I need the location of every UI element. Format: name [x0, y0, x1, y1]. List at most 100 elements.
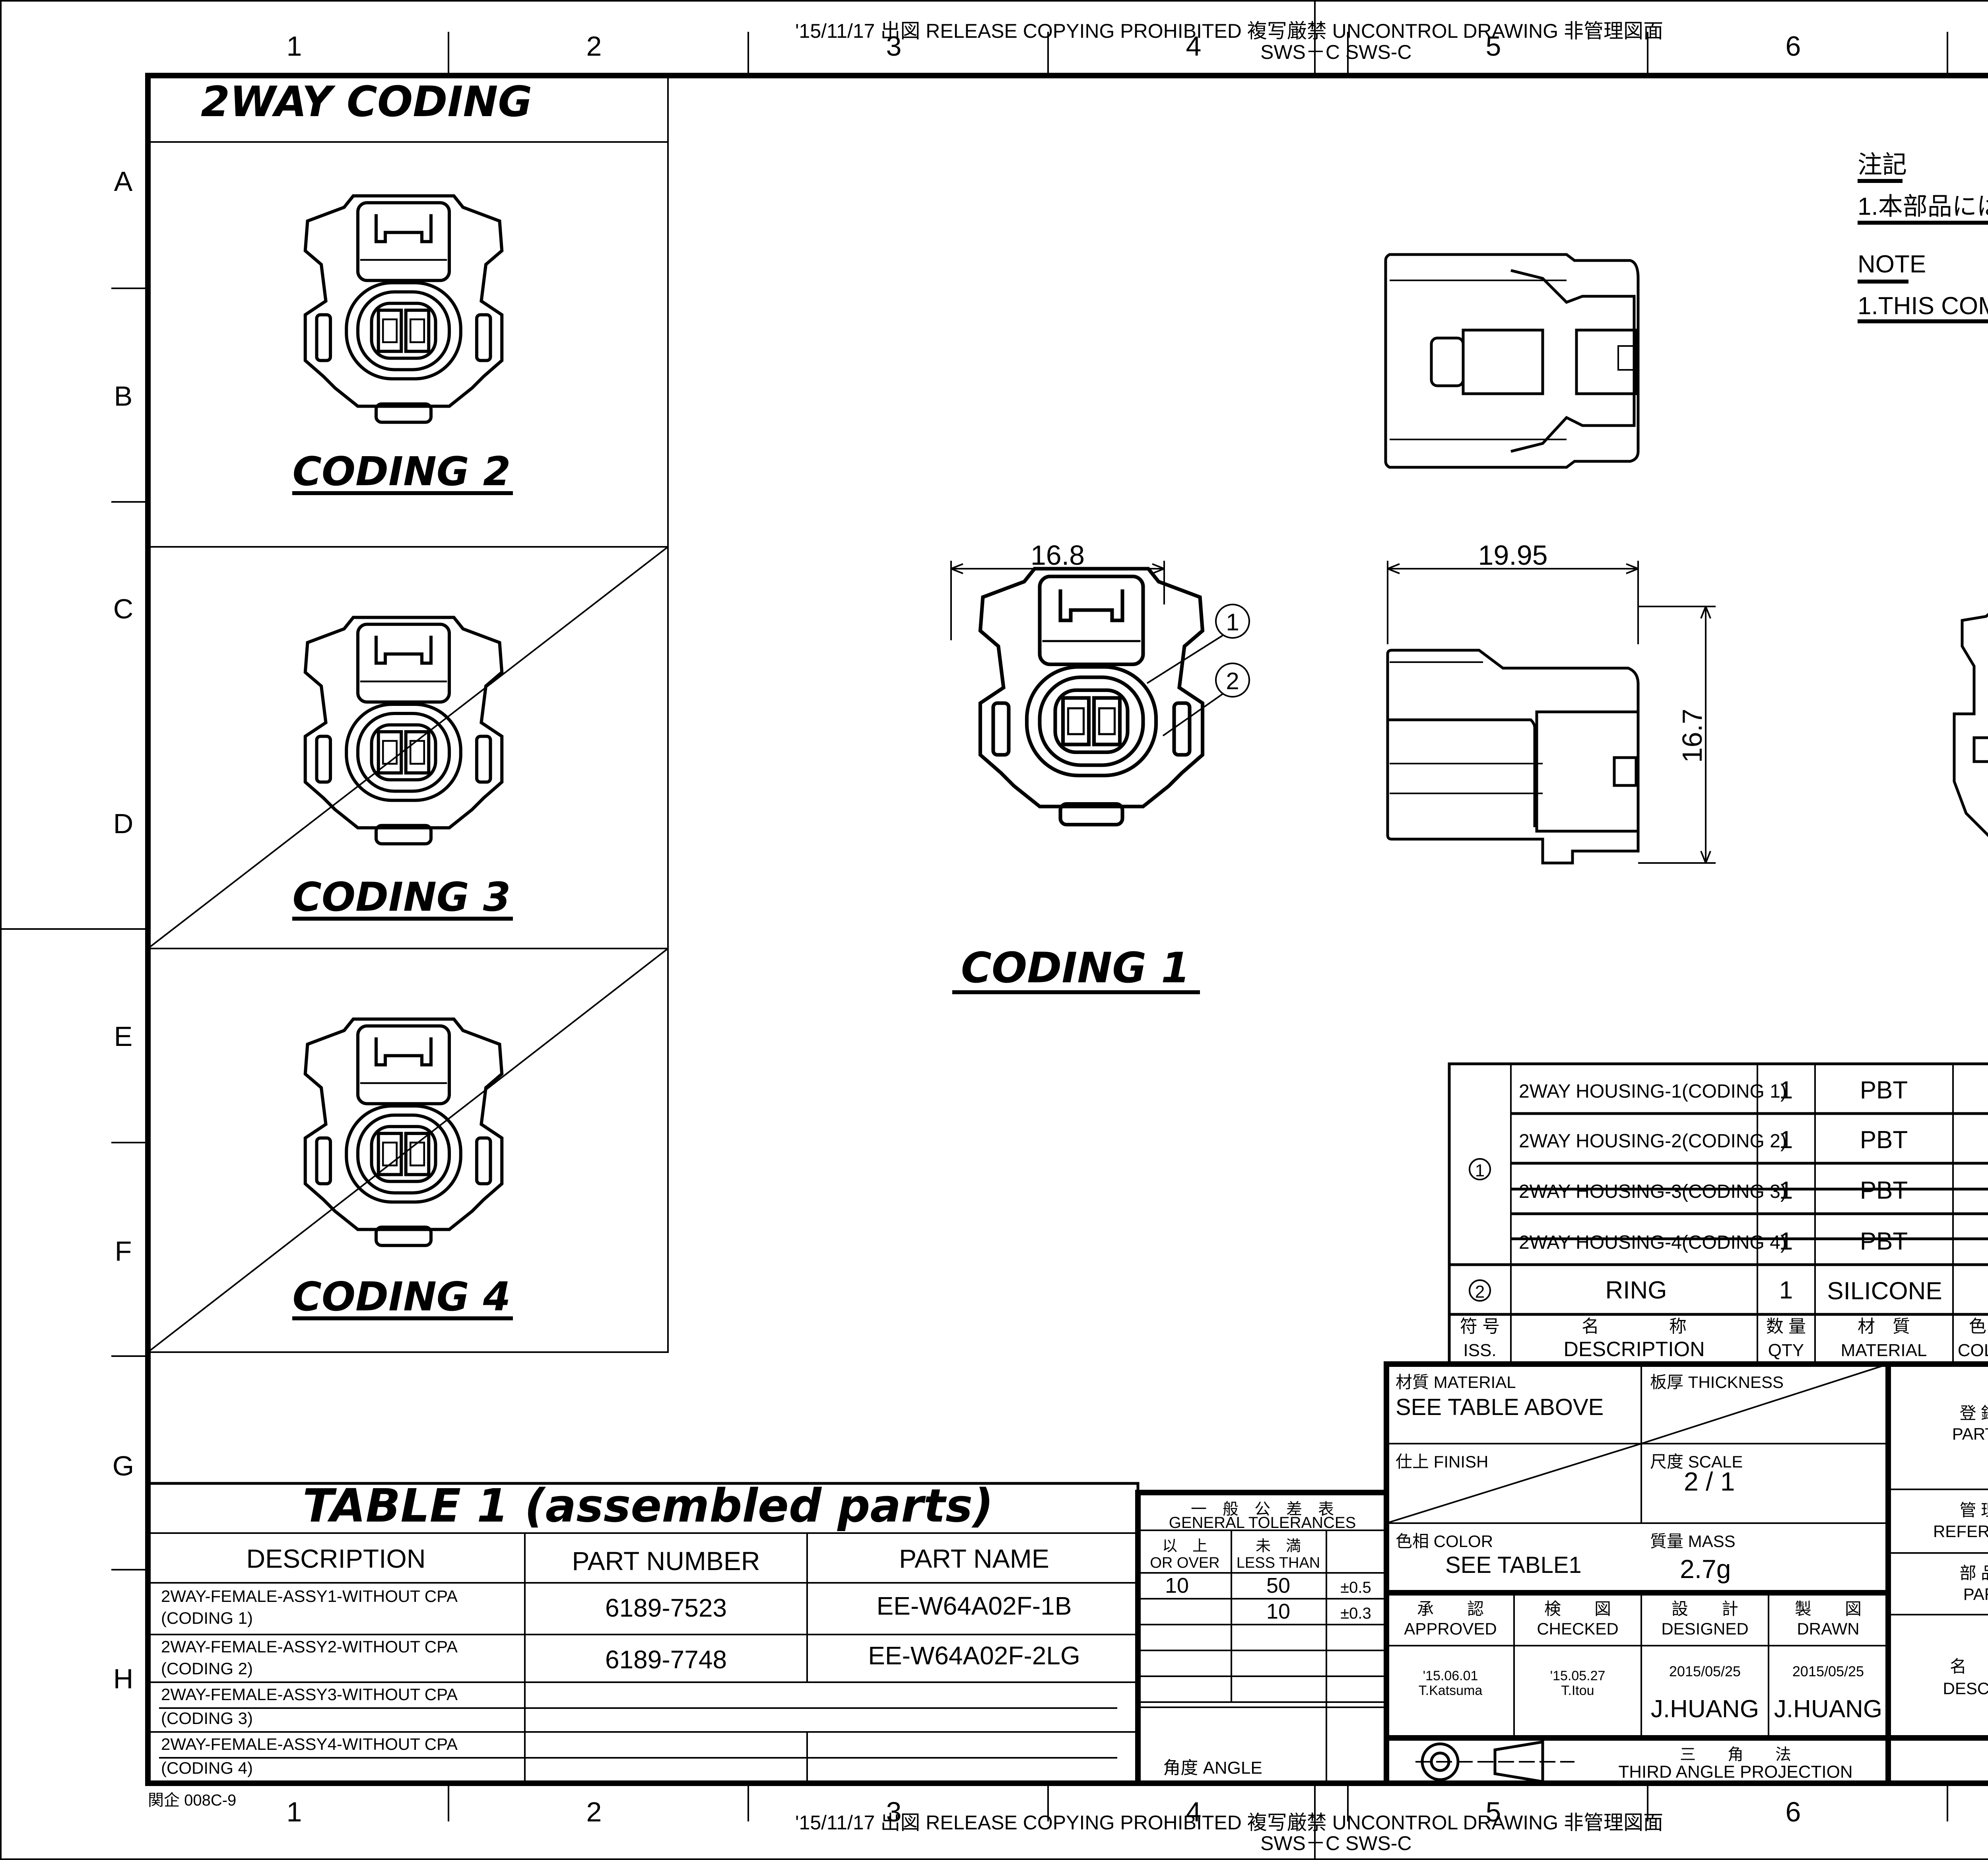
side-view [1386, 649, 1640, 865]
third-angle-projection-icon [1415, 1740, 1574, 1784]
svg-text:PART NAME: PART NAME [899, 1544, 1049, 1573]
svg-text:COLOR: COLOR [1958, 1341, 1988, 1360]
svg-text:EE-W64A02F-1B: EE-W64A02F-1B [877, 1592, 1072, 1620]
svg-text:H: H [113, 1663, 134, 1694]
svg-text:未 満: 未 満 [1256, 1538, 1301, 1555]
row-labels: A B C D E F G H A B C D E F G H [113, 166, 134, 1694]
svg-text:LESS THAN: LESS THAN [1237, 1555, 1320, 1571]
svg-text:色 相: 色 相 [1969, 1317, 1988, 1336]
svg-text:2: 2 [586, 31, 602, 62]
svg-text:±0.3: ±0.3 [1340, 1605, 1371, 1622]
svg-text:RING: RING [1606, 1277, 1667, 1304]
coding-3-label: CODING 3 [293, 874, 511, 920]
svg-text:2 / 1: 2 / 1 [1684, 1467, 1735, 1496]
svg-text:APPROVED: APPROVED [1404, 1619, 1497, 1638]
svg-text:1: 1 [1779, 1228, 1793, 1255]
svg-text:(CODING 2): (CODING 2) [161, 1659, 253, 1678]
svg-text:SEE TABLE1: SEE TABLE1 [1445, 1552, 1582, 1578]
bom-iss-2: 2 [1475, 1282, 1485, 1302]
note-en-text: 1.THIS COMPONENT IS USED TPA 6918-3171. [1858, 292, 1988, 320]
svg-text:J.HUANG: J.HUANG [1774, 1695, 1882, 1723]
svg-text:板厚 THICKNESS: 板厚 THICKNESS [1650, 1373, 1784, 1392]
svg-text:6: 6 [1786, 1796, 1801, 1827]
svg-text:2: 2 [586, 1796, 602, 1827]
svg-text:4: 4 [1186, 31, 1202, 62]
svg-text:2WAY-FEMALE-ASSY4-WITHOUT CPA: 2WAY-FEMALE-ASSY4-WITHOUT CPA [161, 1735, 458, 1753]
bom-header: 符 号 ISS. 名 称 DESCRIPTION 数 量 QTY 材 質 MAT… [1460, 1317, 1988, 1361]
svg-text:5: 5 [1486, 1796, 1501, 1827]
svg-text:F: F [115, 1236, 132, 1267]
svg-text:4: 4 [1186, 1796, 1202, 1827]
dimension-16-8: 16.8 [950, 540, 1165, 640]
svg-text:10: 10 [1266, 1600, 1290, 1623]
svg-text:6189-7748: 6189-7748 [605, 1645, 727, 1674]
coding-2-view [305, 196, 502, 422]
svg-text:PART NAME: PART NAME [1952, 1425, 1988, 1443]
svg-text:5: 5 [1486, 31, 1501, 62]
svg-text:PART No.: PART No. [1963, 1585, 1988, 1603]
svg-text:CHECKED: CHECKED [1537, 1619, 1618, 1638]
svg-text:三 角 法: 三 角 法 [1680, 1746, 1791, 1763]
bom-iss-1: 1 [1475, 1161, 1485, 1180]
svg-text:材質 MATERIAL: 材質 MATERIAL [1396, 1373, 1516, 1392]
svg-text:名 称: 名 称 [1950, 1657, 1988, 1676]
form-code: 関企 008C-9 [148, 1792, 236, 1809]
svg-text:SEE TABLE ABOVE: SEE TABLE ABOVE [1396, 1394, 1604, 1420]
svg-text:1: 1 [287, 1796, 302, 1827]
svg-text:材 質: 材 質 [1858, 1317, 1910, 1336]
svg-text:J.HUANG: J.HUANG [1651, 1695, 1759, 1723]
svg-text:一 般 公 差 表: 一 般 公 差 表 [1191, 1500, 1334, 1518]
svg-text:1: 1 [287, 31, 302, 62]
svg-text:6: 6 [1786, 31, 1801, 62]
svg-text:符 号: 符 号 [1460, 1317, 1500, 1336]
svg-text:G: G [113, 1450, 134, 1481]
svg-text:2WAY HOUSING-3(CODING 3): 2WAY HOUSING-3(CODING 3) [1519, 1181, 1787, 1202]
svg-text:19.95: 19.95 [1478, 540, 1547, 571]
svg-text:2015/05/25: 2015/05/25 [1669, 1663, 1741, 1679]
svg-text:1: 1 [1779, 1126, 1793, 1154]
main-views: 16.8 1 2 CODING 1 [950, 253, 1988, 994]
svg-text:16.7: 16.7 [1677, 709, 1708, 763]
title-block: 材質 MATERIAL SEE TABLE ABOVE 板厚 THICKNESS… [1384, 1361, 1988, 1786]
svg-text:(CODING 3): (CODING 3) [161, 1709, 253, 1728]
svg-text:検 図: 検 図 [1544, 1600, 1611, 1618]
svg-text:±0.5: ±0.5 [1340, 1579, 1371, 1596]
top-view [1384, 253, 1640, 469]
svg-text:REFERENCE No.: REFERENCE No. [1933, 1522, 1988, 1541]
svg-text:仕上 FINISH: 仕上 FINISH [1396, 1452, 1488, 1471]
balloon-2: 2 [1162, 663, 1250, 737]
svg-text:以 上: 以 上 [1162, 1538, 1208, 1555]
coding-panel: 2WAY CODING CODING 2 CODING 3 CODING 4 [147, 75, 669, 1353]
svg-text:名 称: 名 称 [1582, 1317, 1687, 1336]
svg-text:2015/05/25: 2015/05/25 [1792, 1663, 1864, 1679]
svg-text:16.8: 16.8 [1031, 540, 1085, 571]
bom-table: 1 2 2WAY HOUSING-1(CODING 1) 1 PBT BLACK… [1448, 1062, 1988, 1366]
svg-text:1: 1 [1779, 1277, 1793, 1304]
svg-text:DESCRIPTION: DESCRIPTION [1563, 1338, 1705, 1361]
notes: 注記 1.本部品には、TPA(6918-3271)を使用する。 NOTE 1.T… [1858, 151, 1988, 323]
svg-text:管 理 番 号: 管 理 番 号 [1959, 1501, 1988, 1520]
svg-text:E: E [114, 1021, 133, 1052]
svg-text:DRAWN: DRAWN [1797, 1619, 1859, 1638]
svg-text:(CODING 4): (CODING 4) [161, 1759, 253, 1777]
table-1: TABLE 1 (assembled parts) DESCRIPTION PA… [146, 1479, 1140, 1785]
release-stamp-bottom: '15/11/17 出図 RELEASE COPYING PROHIBITED … [795, 1811, 1663, 1834]
svg-text:2WAY HOUSING-1(CODING 1): 2WAY HOUSING-1(CODING 1) [1519, 1081, 1787, 1102]
note-en-heading: NOTE [1858, 251, 1926, 278]
svg-text:尺度 SCALE: 尺度 SCALE [1650, 1452, 1743, 1471]
svg-text:OR OVER: OR OVER [1150, 1555, 1219, 1571]
rear-view [1954, 606, 1988, 853]
svg-text:ISS.: ISS. [1463, 1341, 1496, 1360]
note-jp-text: 1.本部品には、TPA(6918-3271)を使用する。 [1858, 193, 1988, 220]
general-tolerances: 一 般 公 差 表 GENERAL TOLERANCES 以 上 OR OVER… [1135, 1490, 1389, 1786]
svg-text:色相 COLOR: 色相 COLOR [1396, 1532, 1493, 1551]
svg-text:数 量: 数 量 [1766, 1317, 1806, 1336]
table-1-header: DESCRIPTION PART NUMBER PART NAME [246, 1544, 1049, 1576]
svg-text:'15.05.27: '15.05.27 [1550, 1668, 1606, 1683]
dimension-19-95: 19.95 [1387, 540, 1639, 644]
coding-3-view [305, 618, 502, 844]
coding-1-label: CODING 1 [961, 944, 1190, 992]
balloon-1: 1 [1146, 604, 1250, 684]
svg-text:PBT: PBT [1860, 1077, 1908, 1104]
svg-text:角度 ANGLE: 角度 ANGLE [1163, 1758, 1262, 1778]
